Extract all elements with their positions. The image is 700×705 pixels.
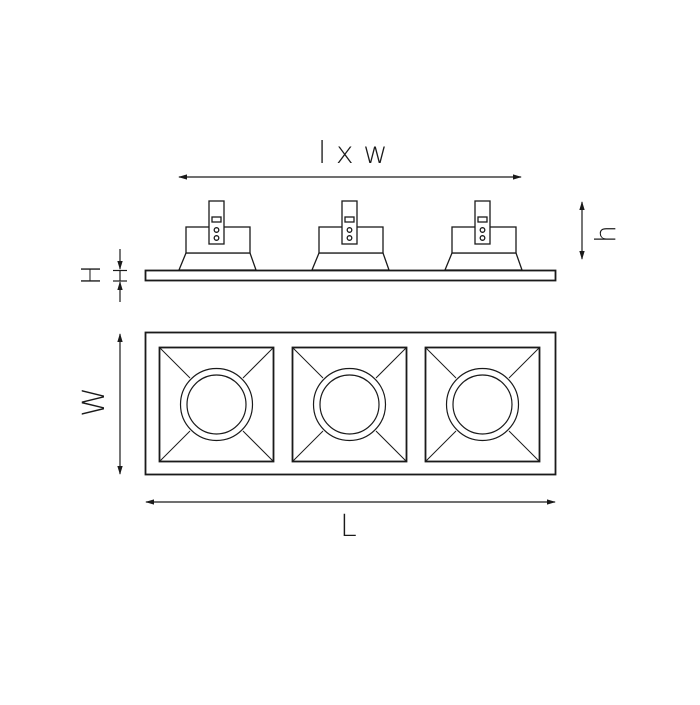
side-view [144, 200, 557, 282]
width-label: W [77, 387, 112, 417]
plate-thickness-label: H [77, 265, 107, 285]
plate-thickness-dimension [113, 249, 127, 302]
side-fixture [178, 200, 257, 271]
side-fixture [311, 200, 390, 271]
front-view [144, 331, 557, 476]
front-cell [291, 346, 408, 463]
side-plate [144, 269, 557, 282]
side-fixture [444, 200, 523, 271]
front-cell [424, 346, 541, 463]
length-label: L [340, 509, 357, 544]
cutout-label: l x w [318, 136, 388, 171]
front-cell [158, 346, 275, 463]
height-label: h [589, 225, 622, 243]
front-frame [144, 331, 557, 476]
